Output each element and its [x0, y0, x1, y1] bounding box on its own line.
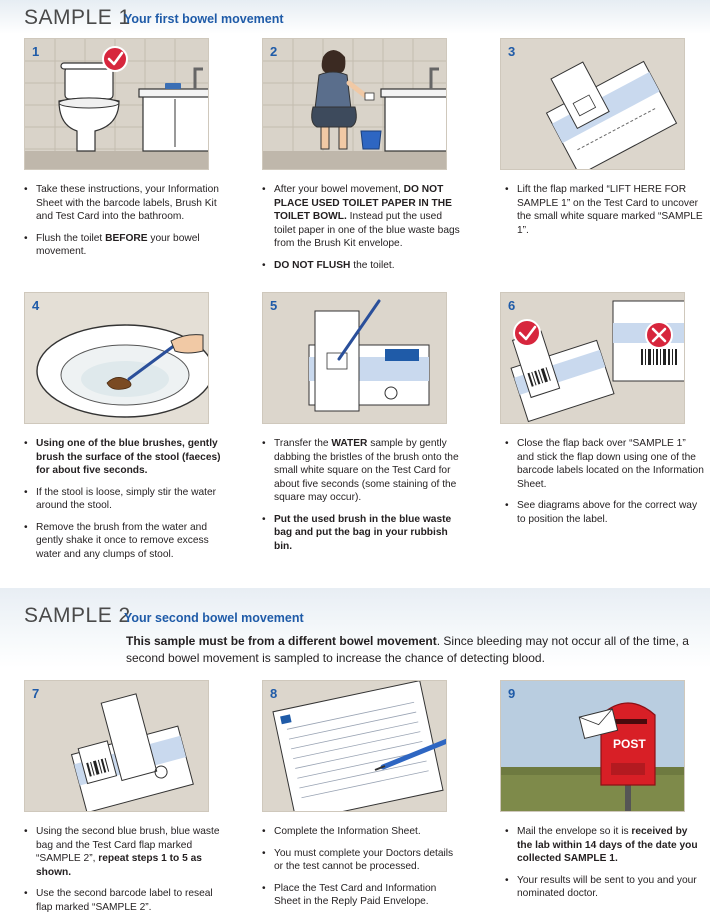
bold-text: BEFORE	[105, 232, 148, 244]
header-band	[0, 0, 710, 34]
text: See diagrams above for the correct way t…	[517, 500, 698, 525]
instruction-bullet: Lift the flap marked “LIFT HERE FOR SAMP…	[505, 183, 705, 237]
label-placement-illustration	[501, 293, 684, 423]
sample2-subtitle: Your second bowel movement	[124, 611, 304, 625]
text: Mail the envelope so it is	[517, 826, 632, 837]
step-9-illustration: 9 POST	[500, 680, 685, 812]
step-number: 9	[508, 686, 516, 701]
text: You must complete your Doctors details o…	[274, 847, 454, 873]
step-3-illustration: 3	[500, 38, 685, 170]
step-number: 1	[32, 44, 40, 59]
step-8-instructions: Complete the Information Sheet. You must …	[262, 825, 462, 917]
instruction-bullet: If the stool is loose, simply stir the w…	[24, 486, 224, 513]
step-4-instructions: Using one of the blue brushes, gently br…	[24, 437, 224, 569]
step-4-illustration: 4	[24, 292, 209, 424]
instruction-bullet: Take these instructions, your Informatio…	[24, 183, 224, 224]
text: Remove the brush from the water and gent…	[36, 521, 209, 560]
instruction-bullet: Flush the toilet BEFORE your bowel movem…	[24, 232, 224, 259]
text: your bowel movement.	[36, 232, 200, 258]
sample1-title: SAMPLE 1	[24, 6, 131, 29]
bold-text: DO NOT FLUSH	[274, 259, 351, 271]
mailbox-label: POST	[613, 737, 646, 751]
instruction-bullet: Transfer the WATER sample by gently dabb…	[262, 437, 462, 505]
instruction-bullet: You must complete your Doctors details o…	[262, 847, 462, 874]
bold-text: DO NOT PLACE USED TOILET PAPER IN THE TO…	[274, 184, 452, 222]
text: If the stool is loose, simply stir the w…	[36, 486, 217, 512]
instruction-bullet: Complete the Information Sheet.	[262, 825, 462, 839]
text: the toilet.	[350, 259, 395, 271]
instruction-bullet: Close the flap back over “SAMPLE 1” and …	[505, 437, 705, 491]
step-6-illustration: 6	[500, 292, 685, 424]
sample2-intro-rest: . Since bleeding may not occur all of th…	[126, 634, 689, 665]
step-number: 4	[32, 298, 40, 313]
step-2-instructions: After your bowel movement, DO NOT PLACE …	[262, 183, 462, 280]
step-number: 8	[270, 686, 278, 701]
text: Flush the toilet	[36, 232, 106, 244]
step-number: 2	[270, 44, 278, 59]
instruction-bullet: Using one of the blue brushes, gently br…	[24, 437, 224, 478]
instruction-bullet: Use the second barcode label to reseal f…	[24, 887, 224, 914]
sample2-band	[0, 588, 710, 668]
test-card-illustration	[501, 39, 684, 169]
text: After your bowel movement,	[274, 184, 404, 195]
step-number: 6	[508, 298, 516, 313]
step-number: 7	[32, 686, 40, 701]
text: Use the second barcode label to reseal f…	[36, 888, 213, 913]
step-7-instructions: Using the second blue brush, blue waste …	[24, 825, 224, 921]
instruction-bullet: Using the second blue brush, blue waste …	[24, 825, 224, 879]
toilet-bowl-brush-illustration	[25, 293, 208, 423]
step-5-illustration: 5	[262, 292, 447, 424]
text: Close the flap back over “SAMPLE 1” and …	[517, 438, 704, 490]
instruction-bullet: Place the Test Card and Information Shee…	[262, 882, 462, 909]
sample2-title: SAMPLE 2	[24, 604, 131, 627]
step-1-illustration: 1	[24, 38, 209, 170]
text: sample by gently dabbing the bristles of…	[274, 438, 459, 503]
test-card-sample2-illustration	[25, 681, 208, 811]
bold-text: Using one of the blue brushes, gently br…	[36, 438, 221, 476]
instruction-bullet: After your bowel movement, DO NOT PLACE …	[262, 183, 462, 251]
toilet-illustration	[25, 39, 208, 169]
instruction-bullet: Remove the brush from the water and gent…	[24, 521, 224, 562]
instruction-bullet: Your results will be sent to you and you…	[505, 874, 705, 901]
step-9-instructions: Mail the envelope so it is received by t…	[505, 825, 705, 909]
bold-text: Put the used brush in the blue waste bag…	[274, 513, 452, 552]
text: Using the second blue brush, blue waste …	[36, 826, 220, 864]
step-1-instructions: Take these instructions, your Informatio…	[24, 183, 224, 267]
text: Place the Test Card and Information Shee…	[274, 882, 437, 908]
text: Instead put the used toilet paper in one…	[274, 211, 460, 249]
post-box-illustration	[501, 681, 684, 811]
step-number: 5	[270, 298, 278, 313]
instruction-bullet: See diagrams above for the correct way t…	[505, 499, 705, 526]
person-on-toilet-illustration	[263, 39, 446, 169]
step-number: 3	[508, 44, 516, 59]
sample1-subtitle: Your first bowel movement	[124, 12, 284, 26]
text: Take these instructions, your Informatio…	[36, 184, 219, 222]
text: Transfer the	[274, 438, 332, 449]
step-3-instructions: Lift the flap marked “LIFT HERE FOR SAMP…	[505, 183, 705, 245]
bold-text: WATER	[331, 438, 368, 449]
step-5-instructions: Transfer the WATER sample by gently dabb…	[262, 437, 462, 561]
step-6-instructions: Close the flap back over “SAMPLE 1” and …	[505, 437, 705, 534]
brush-on-card-illustration	[263, 293, 446, 423]
instruction-bullet: Mail the envelope so it is received by t…	[505, 825, 705, 866]
bold-text: received by the lab within 14 days of th…	[517, 826, 698, 864]
step-7-illustration: 7	[24, 680, 209, 812]
bold-text: repeat steps 1 to 5 as shown.	[36, 853, 202, 878]
step-2-illustration: 2	[262, 38, 447, 170]
text: Lift the flap marked “LIFT HERE FOR SAMP…	[517, 184, 703, 236]
sample2-intro: This sample must be from a different bow…	[126, 633, 696, 667]
instruction-bullet: Put the used brush in the blue waste bag…	[262, 513, 462, 554]
text: Complete the Information Sheet.	[274, 826, 421, 837]
instruction-bullet: DO NOT FLUSH the toilet.	[262, 259, 462, 273]
step-8-illustration: 8	[262, 680, 447, 812]
information-sheet-illustration	[263, 681, 446, 811]
sample2-intro-lead: This sample must be from a different bow…	[126, 634, 437, 648]
text: Your results will be sent to you and you…	[517, 874, 697, 900]
